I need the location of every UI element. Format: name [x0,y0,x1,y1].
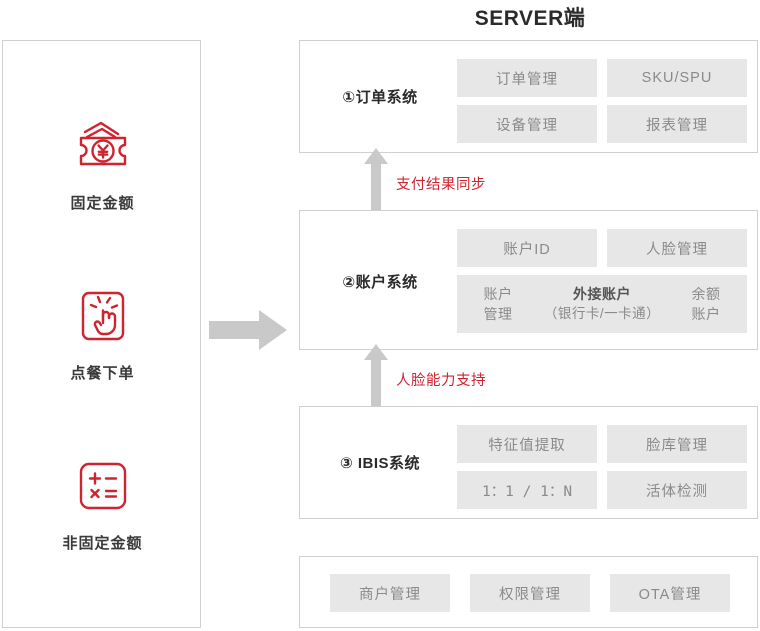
tag-merchant-management[interactable]: 商户管理 [330,574,450,612]
left-panel: 固定金额 点餐下单 [2,40,201,628]
external-account-col: 外接账户 （银行卡/一卡通） [529,284,675,324]
system-label: ③ IBIS系统 [339,455,421,472]
system-box-ibis: ③ IBIS系统 特征值提取 脸库管理 1：1 / 1：N 活体检测 [299,406,758,519]
system-box-order: ①订单系统 订单管理 SKU/SPU 设备管理 报表管理 [299,40,758,153]
tag-ota-management[interactable]: OTA管理 [610,574,730,612]
tap-order-icon [81,291,124,341]
system-label: ②账户系统 [342,274,418,291]
external-account-subtitle: （银行卡/一卡通） [543,306,661,321]
left-panel-item-label: 非固定金额 [62,535,143,552]
flow-label-payment-sync: 支付结果同步 [396,177,486,193]
account-management-line1: 账户 [483,286,513,302]
calculator-icon [79,462,126,510]
balance-account-line1: 余额 [691,286,721,302]
account-management-line2: 管理 [483,306,513,322]
balance-account-col: 余额 账户 [675,284,737,324]
balance-account-line2: 账户 [691,306,721,322]
system-box-account: ②账户系统 账户ID 人脸管理 账户 管理 外接账户 （银行卡/一卡通） 余额 … [299,210,758,350]
banknote-yen-icon [79,121,126,166]
tag-match-ratio[interactable]: 1：1 / 1：N [457,471,597,509]
flow-label-face-capability: 人脸能力支持 [396,373,486,389]
tag-account-id[interactable]: 账户ID [457,229,597,267]
system-box-common: 商户管理 权限管理 OTA管理 [299,556,758,628]
arrow-up-icon [364,148,388,214]
left-panel-item-label: 固定金额 [70,195,135,212]
tag-report-management[interactable]: 报表管理 [607,105,747,143]
tag-liveness-detection[interactable]: 活体检测 [607,471,747,509]
page-title: SERVER端 [474,7,586,30]
left-panel-item-variable-amount: 非固定金额 [3,454,202,553]
system-label: ①订单系统 [342,89,418,106]
tag-account-detail-row[interactable]: 账户 管理 外接账户 （银行卡/一卡通） 余额 账户 [457,275,747,333]
tag-face-management[interactable]: 人脸管理 [607,229,747,267]
left-panel-item-fixed-amount: 固定金额 [3,114,202,213]
arrow-up-icon [364,344,388,410]
left-panel-item-ordering: 点餐下单 [3,284,202,383]
tag-face-library[interactable]: 脸库管理 [607,425,747,463]
external-account-title: 外接账户 [573,286,631,302]
account-management-col: 账户 管理 [467,284,529,324]
tag-permission-management[interactable]: 权限管理 [470,574,590,612]
arrow-right-icon [209,310,287,350]
tag-order-management[interactable]: 订单管理 [457,59,597,97]
tag-sku-spu[interactable]: SKU/SPU [607,59,747,97]
tag-device-management[interactable]: 设备管理 [457,105,597,143]
tag-feature-extraction[interactable]: 特征值提取 [457,425,597,463]
left-panel-item-label: 点餐下单 [70,365,135,382]
